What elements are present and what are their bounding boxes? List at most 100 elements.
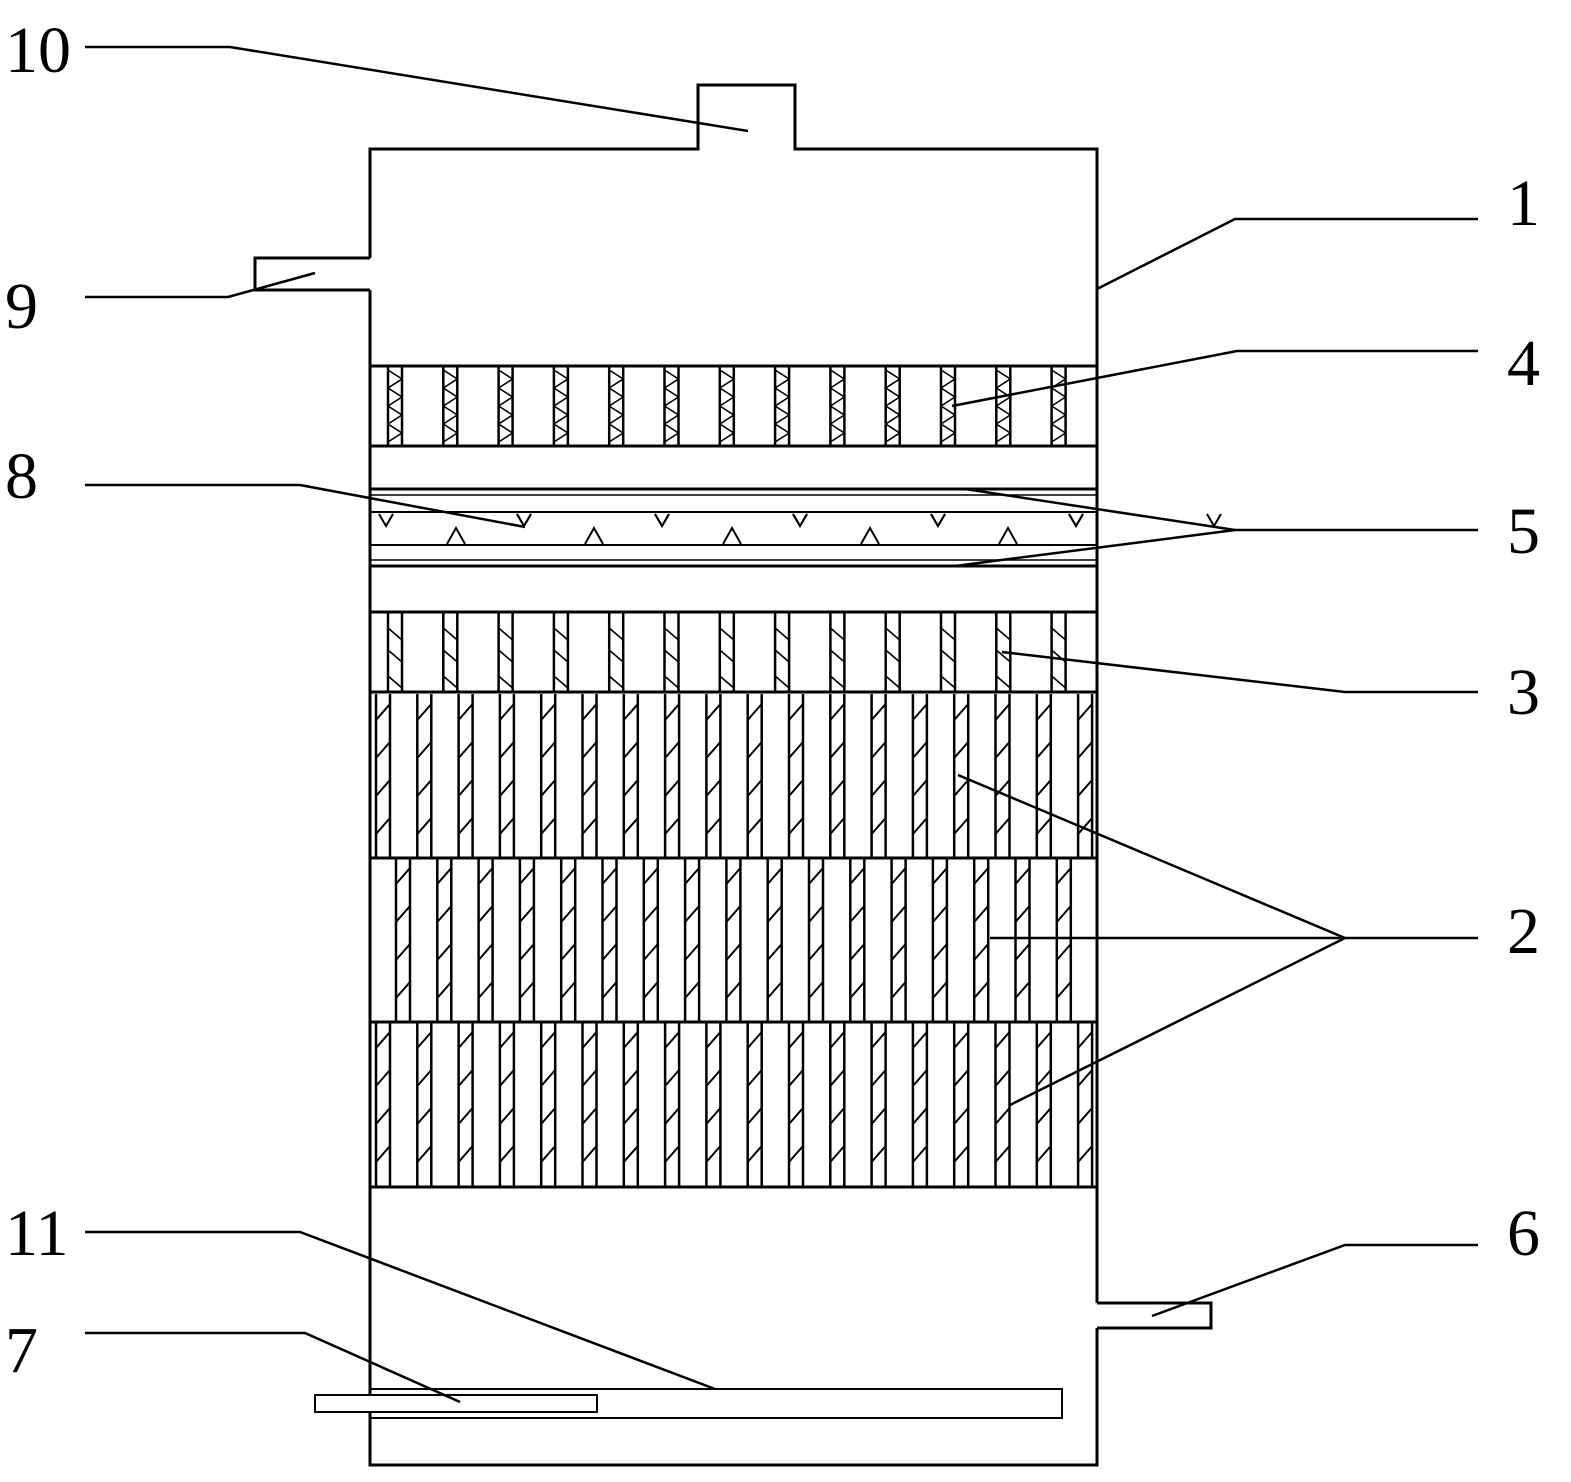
packing-layer-4 xyxy=(370,364,1097,448)
packing-post xyxy=(952,694,970,858)
packing-layer-2 xyxy=(370,694,1097,1189)
packing-post xyxy=(497,612,514,692)
packing-post xyxy=(622,1022,640,1187)
packing-post xyxy=(829,694,846,858)
v-mark xyxy=(1206,513,1222,528)
leader-9 xyxy=(85,271,316,299)
v-mark xyxy=(1068,513,1084,528)
part-labels: 10 9 8 11 7 1 4 5 3 2 6 xyxy=(5,14,1540,1387)
packing-post xyxy=(663,612,680,692)
v-mark xyxy=(378,513,394,528)
zigzag-layer-8 xyxy=(378,513,1222,545)
packing-post xyxy=(374,1022,392,1187)
packing-post xyxy=(1035,694,1053,858)
packing-post xyxy=(581,694,598,858)
leader-11 xyxy=(85,1230,716,1391)
packing-post xyxy=(497,366,514,446)
packing-post xyxy=(829,612,846,692)
leader-5b xyxy=(954,528,1236,568)
leader-lines xyxy=(85,45,1478,1404)
packing-post xyxy=(457,1022,474,1187)
label-1: 1 xyxy=(1507,167,1540,240)
packing-post xyxy=(539,1022,557,1187)
packing-post xyxy=(705,694,722,858)
packing-post xyxy=(663,694,681,858)
packing-post xyxy=(1076,694,1094,858)
packing-post xyxy=(994,694,1011,858)
packing-post xyxy=(931,858,949,1022)
nozzle-9-outline xyxy=(253,256,370,292)
v-mark xyxy=(930,513,946,528)
packing-post xyxy=(773,366,791,446)
packing-post xyxy=(870,694,887,858)
caret-mark xyxy=(446,525,466,545)
packing-layer-3 xyxy=(370,610,1097,694)
packing-post xyxy=(911,1022,929,1187)
packing-post xyxy=(884,612,901,692)
packing-post xyxy=(890,858,907,1022)
packing-post xyxy=(642,858,660,1022)
packing-post xyxy=(884,366,901,446)
packing-post xyxy=(1055,858,1073,1022)
packing-post xyxy=(416,1022,433,1187)
nozzle-6-outline xyxy=(1097,1301,1213,1330)
caret-mark xyxy=(722,525,742,545)
packing-post xyxy=(1014,858,1031,1022)
packing-post xyxy=(1076,1022,1094,1187)
packing-post xyxy=(911,694,929,858)
label-10: 10 xyxy=(5,14,71,87)
leader-3 xyxy=(1001,650,1478,694)
packing-post xyxy=(622,694,640,858)
packing-post xyxy=(766,858,783,1022)
leader-4 xyxy=(951,349,1478,408)
packing-post xyxy=(457,694,474,858)
packing-post xyxy=(1050,612,1067,692)
packing-post xyxy=(581,1022,598,1187)
packing-post xyxy=(952,1022,970,1187)
packing-post xyxy=(607,366,625,446)
label-8: 8 xyxy=(5,440,38,513)
packing-post xyxy=(718,366,736,446)
v-mark xyxy=(654,513,670,528)
packing-post xyxy=(787,1022,805,1187)
leader-1 xyxy=(1096,217,1478,291)
packing-post xyxy=(746,1022,763,1187)
packing-post xyxy=(477,858,494,1022)
packing-post xyxy=(705,1022,722,1187)
label-6: 6 xyxy=(1507,1197,1540,1270)
v-mark xyxy=(792,513,808,528)
packing-post xyxy=(559,858,577,1022)
packing-post xyxy=(725,858,742,1022)
label-2: 2 xyxy=(1507,895,1540,968)
packing-post xyxy=(416,694,433,858)
inlet-pipe xyxy=(314,1394,598,1413)
packing-post xyxy=(994,1022,1011,1187)
packing-post xyxy=(442,612,459,692)
packing-post xyxy=(607,612,625,692)
packing-post xyxy=(386,612,404,692)
label-11: 11 xyxy=(5,1197,69,1270)
vessel-body xyxy=(368,83,1099,1467)
leader-10 xyxy=(85,45,749,133)
packing-post xyxy=(807,858,825,1022)
packing-post xyxy=(972,858,990,1022)
label-7: 7 xyxy=(5,1314,38,1387)
packing-post xyxy=(849,858,866,1022)
label-3: 3 xyxy=(1507,656,1540,729)
packing-post xyxy=(939,612,957,692)
packing-post xyxy=(374,694,392,858)
caret-mark xyxy=(998,525,1018,545)
packing-post xyxy=(436,858,453,1022)
leader-8 xyxy=(85,483,526,529)
packing-post xyxy=(787,694,805,858)
packing-post xyxy=(663,1022,681,1187)
packing-post xyxy=(442,366,459,446)
leader-7 xyxy=(85,1331,461,1404)
packing-post xyxy=(386,366,404,446)
packing-post xyxy=(1035,1022,1053,1187)
packing-post xyxy=(1050,366,1067,446)
caret-mark xyxy=(860,525,880,545)
packing-post xyxy=(870,1022,887,1187)
packing-post xyxy=(829,366,846,446)
